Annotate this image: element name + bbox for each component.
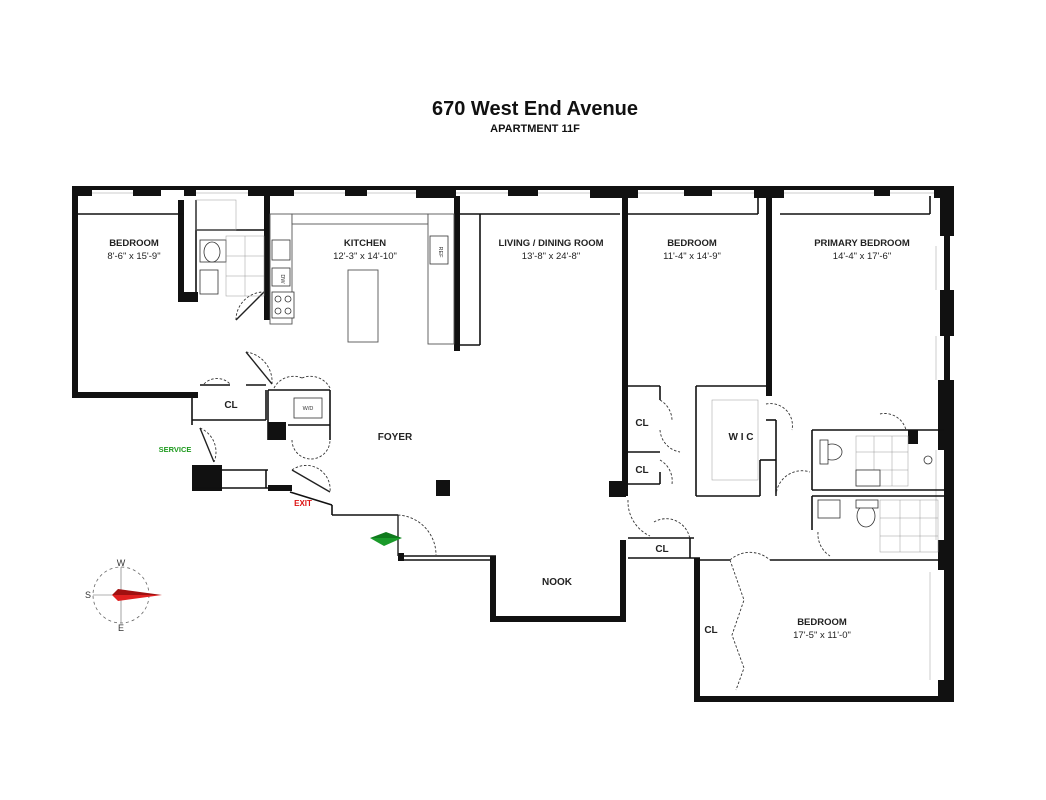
ref-label: REF: [437, 247, 443, 259]
primary-bedroom-name: PRIMARY BEDROOM: [814, 238, 910, 249]
bedroom-mid-name: BEDROOM: [667, 238, 717, 249]
bedroom-west-dims: 8'-6" x 15'-9": [107, 251, 160, 262]
compass-needle-icon: [112, 595, 162, 601]
exit-label: EXIT: [294, 499, 312, 508]
foyer-label: FOYER: [378, 432, 413, 443]
compass-s: S: [85, 590, 91, 600]
pier: [684, 186, 712, 196]
wd-label: W/D: [303, 406, 314, 412]
washer-dryer-icon: [293, 397, 323, 419]
kitchen-dims: 12'-3" x 14'-10": [333, 251, 397, 262]
service-label: SERVICE: [159, 445, 192, 454]
bathtub: [879, 499, 939, 553]
kitchen-sink-icon: [271, 239, 291, 261]
pier: [345, 186, 367, 196]
fixtures: REF DW W/D: [195, 199, 939, 553]
sink-icon: [199, 269, 219, 295]
plan-subtitle: APARTMENT 11F: [490, 123, 580, 135]
compass-w: W: [117, 558, 126, 568]
primary-bedroom-dims: 14'-4" x 17'-6": [833, 251, 891, 262]
kitchen-name: KITCHEN: [344, 238, 386, 249]
bedroom-mid-dims: 11'-4" x 14'-9": [663, 251, 721, 262]
doors: [199, 291, 907, 691]
closet-label: CL: [655, 544, 668, 555]
pier: [133, 186, 161, 196]
closet-label: CL: [224, 400, 237, 411]
pier: [184, 186, 196, 196]
plan-title: 670 West End Avenue: [432, 98, 638, 120]
stove-icon: [271, 291, 295, 319]
bedroom-south-dims: 17'-5" x 11'-0": [793, 630, 851, 641]
kitchen-island: [347, 269, 379, 343]
pier: [874, 186, 890, 196]
pier: [590, 186, 638, 198]
pier: [416, 186, 456, 198]
room-labels: BEDROOM 8'-6" x 15'-9" KITCHEN 12'-3" x …: [107, 238, 909, 641]
sink-icon: [817, 499, 841, 519]
living-name: LIVING / DINING ROOM: [498, 238, 603, 249]
entry-arrow-icon-shade: [370, 532, 402, 538]
compass-rose-icon: W S E: [85, 558, 162, 633]
nook-label: NOOK: [542, 577, 573, 588]
bedroom-west-name: BEDROOM: [109, 238, 159, 249]
shower-drain-icon: [923, 455, 933, 465]
walls: [72, 186, 954, 702]
pier: [248, 186, 294, 196]
dw-label: DW: [279, 274, 285, 284]
pier: [754, 186, 784, 198]
closet-label: CL: [635, 418, 648, 429]
pier: [72, 186, 92, 196]
fridge-icon: [429, 235, 449, 265]
living-dims: 13'-8" x 24'-8": [522, 251, 580, 262]
toilet-icon: [203, 241, 221, 263]
pier: [508, 186, 538, 196]
closet-label: CL: [635, 465, 648, 476]
entry-arrow-icon: [370, 538, 402, 546]
closet-label: CL: [704, 625, 717, 636]
bedroom-south-name: BEDROOM: [797, 617, 847, 628]
wic-label: W I C: [729, 432, 754, 443]
compass-e: E: [118, 623, 124, 633]
dishwasher-icon: [271, 267, 291, 287]
